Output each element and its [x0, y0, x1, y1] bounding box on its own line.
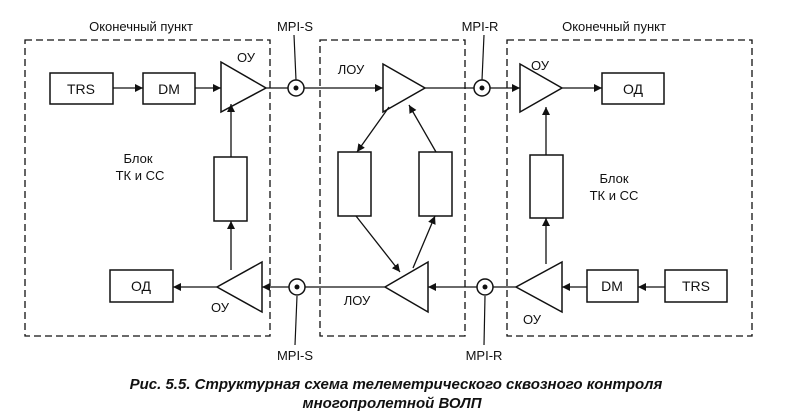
mpi-s-bottom-connector-dot [294, 284, 300, 290]
mpi-s-top-leader [293, 34, 297, 81]
dm-block-left [142, 72, 196, 105]
block-label-left-line2: ТК и СС [116, 168, 165, 183]
od-label-right: ОД [623, 81, 644, 97]
od-block-right [601, 72, 665, 105]
ou-amplifier-right-top [519, 62, 564, 114]
mpi-r-bottom-connector-dot [482, 284, 488, 290]
tk-ss-block-right [529, 154, 564, 219]
trs-label-left: TRS [67, 81, 95, 97]
block-label-right-line2: ТК и СС [590, 188, 639, 203]
mpi-s-top-label: MPI-S [277, 19, 313, 34]
right-station-title: Оконечный пункт [562, 19, 666, 34]
lou-amplifier-bottom [383, 260, 429, 314]
regen-right-to-lou-top-arrow [408, 104, 437, 153]
lou-amplifier-top [382, 62, 427, 114]
regen-block-right [418, 151, 453, 217]
dm-label-left: DM [158, 81, 180, 97]
mpi-r-top-label: MPI-R [462, 19, 499, 34]
lou-label-bottom: ЛОУ [344, 293, 371, 308]
dm-label-right: DM [601, 278, 623, 294]
trs-label-right: TRS [682, 278, 710, 294]
ou-label-left-top: ОУ [237, 50, 256, 65]
ou-amplifier-left-top [220, 60, 268, 114]
mpi-s-top-connector-dot [293, 85, 299, 91]
mpi-s-bottom-leader [294, 295, 298, 346]
mpi-r-top-leader [481, 34, 485, 81]
ou-label-right-bottom: ОУ [523, 312, 542, 327]
left-station-title: Оконечный пункт [89, 19, 193, 34]
ou-amplifier-right-bottom [514, 260, 563, 314]
figure-caption-line2: многопролетной ВОЛП [303, 395, 483, 412]
od-label-left: ОД [131, 278, 152, 294]
middle-regenerator-boundary [319, 39, 466, 337]
mpi-r-bottom-label: MPI-R [466, 348, 503, 363]
lou-top-to-regen-left-arrow [356, 106, 390, 153]
lou-bottom-to-regen-right-arrow [412, 215, 436, 269]
ou-amplifier-left-bottom [215, 260, 263, 314]
regen-block-left [337, 151, 372, 217]
figure-caption-line1: Рис. 5.5. Структурная схема телеметричес… [130, 376, 663, 393]
tk-ss-block-left [213, 156, 248, 222]
block-label-left-line1: Блок [123, 151, 152, 166]
dm-block-right [586, 269, 639, 303]
right-terminal-boundary [506, 39, 753, 337]
od-block-left [109, 269, 174, 303]
mpi-r-top-connector-dot [479, 85, 485, 91]
mpi-r-bottom-leader [483, 295, 486, 346]
left-terminal-boundary [24, 39, 271, 337]
ou-label-right-top: ОУ [531, 58, 550, 73]
lou-label-top: ЛОУ [338, 62, 365, 77]
block-label-right-line1: Блок [599, 171, 628, 186]
ou-label-left-bottom: ОУ [211, 300, 230, 315]
mpi-s-bottom-label: MPI-S [277, 348, 313, 363]
regen-left-to-lou-bottom-arrow [355, 215, 401, 273]
trs-block-right [664, 269, 728, 303]
